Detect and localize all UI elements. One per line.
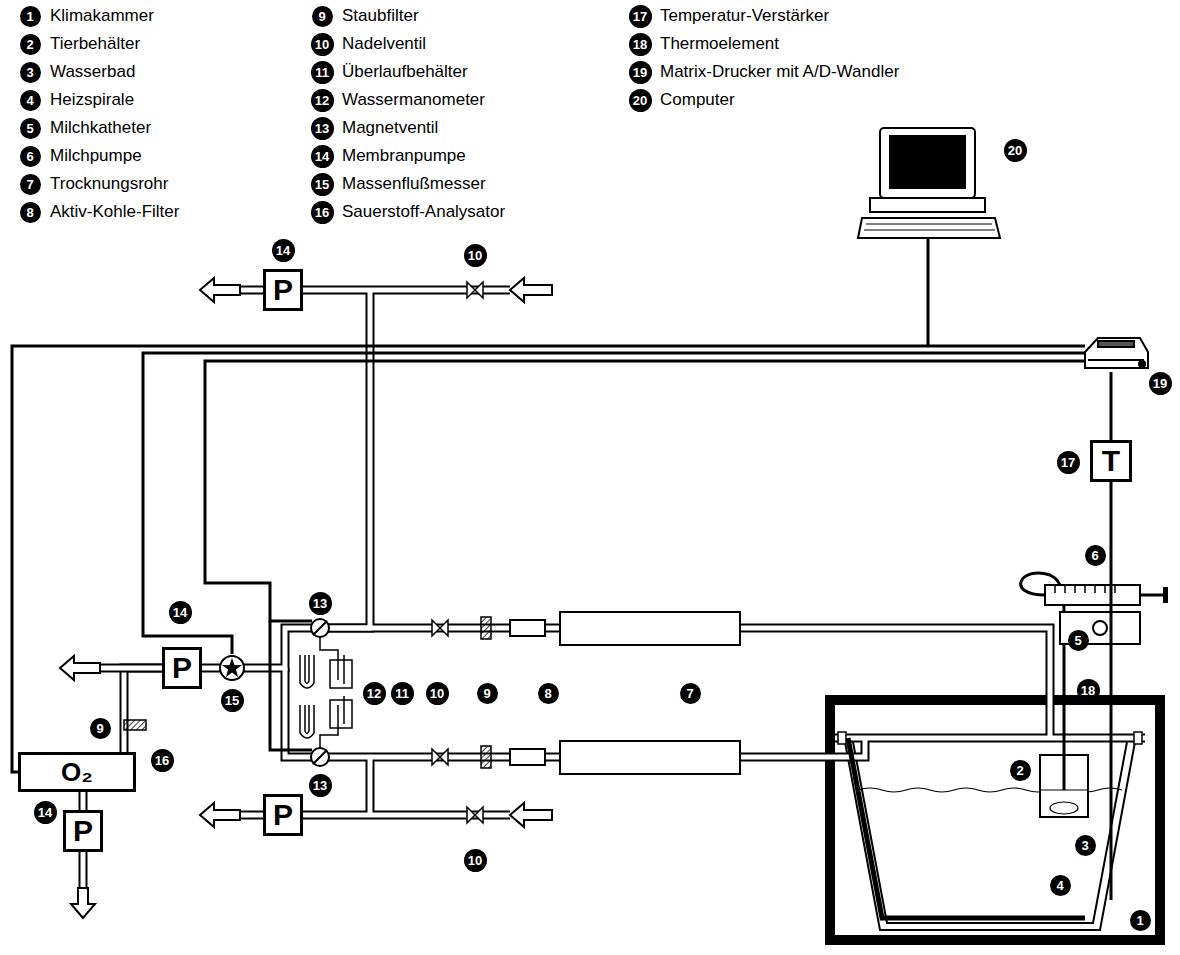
callout-number: 2 bbox=[1010, 760, 1031, 781]
pipe-connector bbox=[83, 792, 84, 810]
part-name: Milchkatheter bbox=[50, 118, 151, 138]
callout-number: 13 bbox=[309, 774, 332, 797]
part-name: Wassermanometer bbox=[342, 90, 485, 110]
callout-number: 13 bbox=[309, 592, 332, 615]
part-name: Sauerstoff-Analysator bbox=[342, 202, 505, 222]
part-name: Wasserbad bbox=[50, 62, 135, 82]
callout-number: 3 bbox=[20, 62, 41, 83]
syringe-pump bbox=[1045, 585, 1140, 605]
callout-number: 4 bbox=[1050, 875, 1071, 896]
matrix-printer bbox=[1085, 338, 1148, 368]
part-name: Aktiv-Kohle-Filter bbox=[50, 202, 179, 222]
callout-number: 17 bbox=[1057, 451, 1080, 474]
part-name: Magnetventil bbox=[342, 118, 438, 138]
callout-number: 16 bbox=[151, 749, 174, 772]
callout-number: 20 bbox=[1004, 139, 1027, 162]
part-name: Computer bbox=[660, 90, 735, 110]
part-name: Temperatur-Verstärker bbox=[660, 6, 829, 26]
callout-number: 1 bbox=[1130, 910, 1151, 931]
callout-number: 11 bbox=[311, 61, 334, 84]
callout-number: 3 bbox=[1075, 835, 1096, 856]
part-name: Massenflußmesser bbox=[342, 174, 486, 194]
callout-number: 4 bbox=[20, 90, 41, 111]
callout-number: 14 bbox=[169, 601, 192, 624]
callout-number: 16 bbox=[311, 201, 334, 224]
callout-number: 2 bbox=[20, 34, 41, 55]
callout-number: 10 bbox=[426, 682, 449, 705]
part-name: Tierbehälter bbox=[50, 34, 140, 54]
part-name: Klimakammer bbox=[50, 6, 154, 26]
callout-number: 14 bbox=[34, 801, 57, 824]
callout-number: 7 bbox=[680, 683, 701, 704]
flow-meter bbox=[220, 656, 244, 680]
node-text: T bbox=[1102, 444, 1120, 478]
node-text: P bbox=[73, 814, 93, 848]
part-name: Thermoelement bbox=[660, 34, 779, 54]
node-text: O₂ bbox=[61, 757, 93, 788]
pump-box: P bbox=[263, 269, 303, 311]
callout-number: 10 bbox=[464, 244, 487, 267]
callout-number: 17 bbox=[629, 5, 652, 28]
part-name: Matrix-Drucker mit A/D-Wandler bbox=[660, 62, 899, 82]
node-text: P bbox=[273, 798, 293, 832]
callout-number: 5 bbox=[1068, 630, 1089, 651]
callout-number: 13 bbox=[311, 117, 334, 140]
callout-number: 9 bbox=[90, 718, 111, 739]
part-name: Staubfilter bbox=[342, 6, 419, 26]
callout-number: 9 bbox=[312, 6, 333, 27]
callout-number: 19 bbox=[629, 61, 652, 84]
callout-number: 10 bbox=[464, 849, 487, 872]
part-name: Membranpumpe bbox=[342, 146, 466, 166]
callout-number: 9 bbox=[477, 683, 498, 704]
part-name: Trocknungsrohr bbox=[50, 174, 168, 194]
pump-box: P bbox=[263, 794, 303, 836]
callout-number: 8 bbox=[538, 683, 559, 704]
callout-number: 14 bbox=[272, 239, 295, 262]
pump-box: P bbox=[162, 647, 202, 689]
node-text: P bbox=[172, 651, 192, 685]
callout-number: 18 bbox=[629, 33, 652, 56]
callout-number: 1 bbox=[20, 6, 41, 27]
callout-number: 7 bbox=[20, 174, 41, 195]
callout-number: 6 bbox=[1085, 545, 1106, 566]
callout-number: 12 bbox=[311, 89, 334, 112]
computer bbox=[858, 128, 1000, 346]
callout-number: 15 bbox=[221, 689, 244, 712]
callout-number: 19 bbox=[1149, 372, 1172, 395]
callout-number: 15 bbox=[311, 173, 334, 196]
part-name: Heizspirale bbox=[50, 90, 134, 110]
pipe-connector bbox=[124, 668, 162, 752]
callout-number: 5 bbox=[20, 118, 41, 139]
analyzer-box: O₂ bbox=[18, 752, 136, 792]
callout-number: 18 bbox=[1077, 679, 1100, 702]
callout-number: 14 bbox=[311, 145, 334, 168]
node-text: P bbox=[273, 273, 293, 307]
callout-number: 12 bbox=[363, 682, 386, 705]
callout-number: 20 bbox=[629, 89, 652, 112]
callout-number: 10 bbox=[311, 33, 334, 56]
part-name: Nadelventil bbox=[342, 34, 426, 54]
callout-number: 6 bbox=[20, 146, 41, 167]
amplifier-box: T bbox=[1090, 440, 1132, 482]
callout-number: 8 bbox=[20, 202, 41, 223]
signal-wires bbox=[12, 346, 1111, 900]
pump-box: P bbox=[63, 810, 103, 852]
callout-number: 11 bbox=[391, 682, 414, 705]
part-name: Überlaufbehälter bbox=[342, 62, 468, 82]
part-name: Milchpumpe bbox=[50, 146, 142, 166]
